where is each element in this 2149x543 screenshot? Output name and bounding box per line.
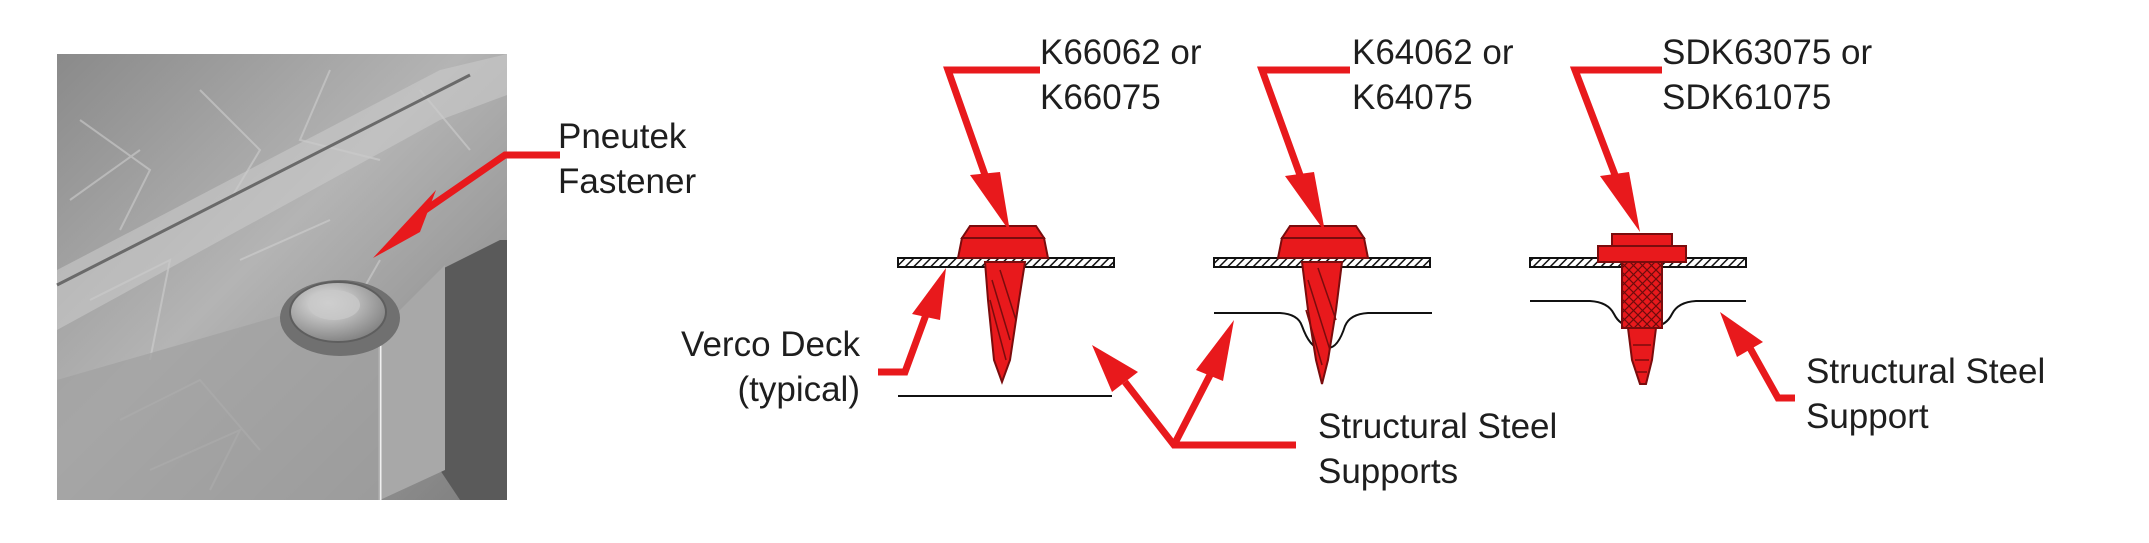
pneutek-arrow: [373, 151, 560, 258]
fastener-3-label: SDK63075 or SDK61075: [1662, 33, 1873, 117]
fastener-2-arrow: [1257, 66, 1350, 232]
pneutek-fastener-label: Pneutek Fastener: [558, 117, 697, 201]
fastener-3-drawing: [1529, 233, 1747, 385]
fastener-2-label: K64062 or K64075: [1352, 33, 1514, 117]
fastener-3-arrow: [1569, 66, 1662, 232]
fastener-2-drawing: [1213, 225, 1432, 385]
verco-deck-label: Verco Deck (typical): [681, 325, 860, 409]
structural-steel-supports-label: Structural Steel Supports: [1318, 407, 1558, 491]
structural-steel-support-label: Structural Steel Support: [1806, 352, 2046, 436]
fastener-1-label: K66062 or K66075: [1040, 33, 1202, 117]
fastener-1-drawing: [897, 225, 1115, 397]
fastener-photo: [56, 54, 507, 500]
support-arrow: [1720, 312, 1795, 402]
supports-arrows: [1092, 320, 1296, 449]
verco-deck-arrow: [878, 268, 946, 376]
fastener-1-arrow: [943, 66, 1040, 232]
